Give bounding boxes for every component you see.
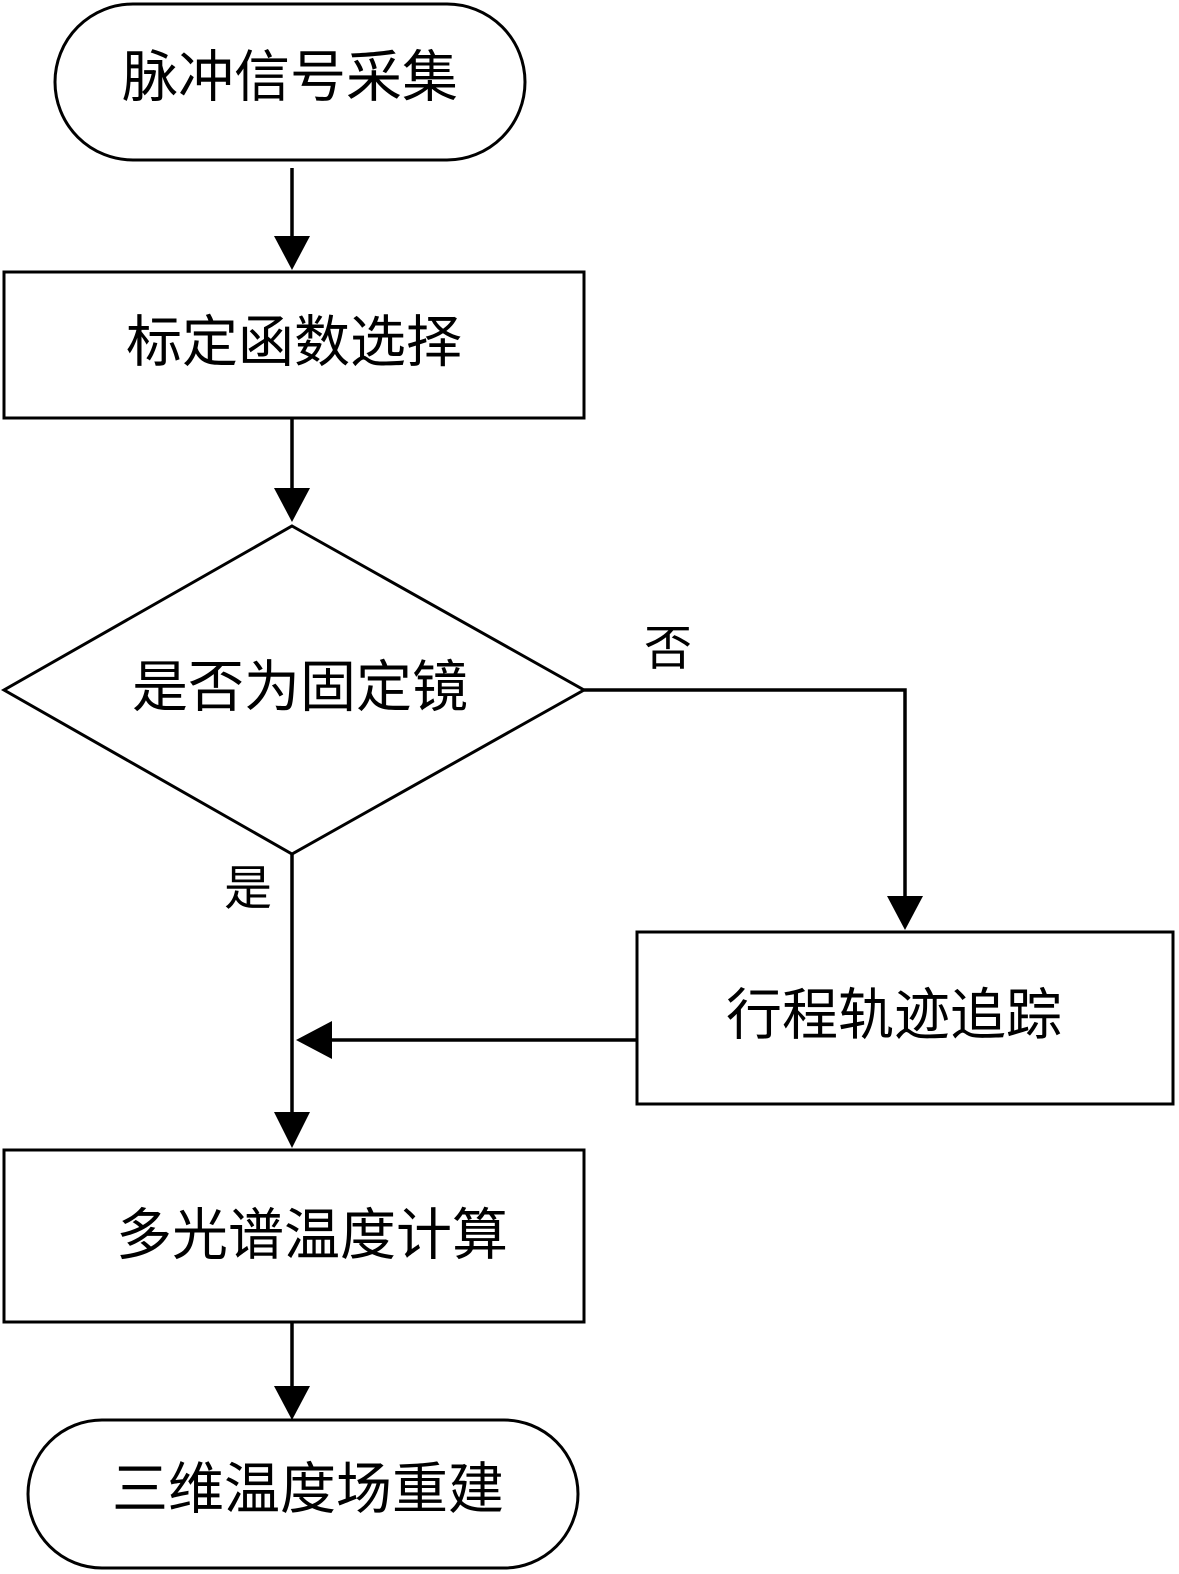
end-terminal xyxy=(26,1418,580,1570)
decision-diamond-label: 是否为固定镜 xyxy=(132,656,468,721)
tracking-process xyxy=(635,930,1175,1106)
arrowhead-merge xyxy=(296,1021,332,1059)
end-terminal-label: 三维温度场重建 xyxy=(112,1458,504,1523)
arrowhead-decision xyxy=(274,488,310,522)
arrowhead-temperature xyxy=(274,1112,310,1148)
branch-yes-label: 是 xyxy=(224,861,272,917)
calibration-process xyxy=(2,270,586,420)
connector-decision-tracking xyxy=(584,688,907,898)
calibration-process-label: 标定函数选择 xyxy=(126,311,462,376)
branch-no-label: 否 xyxy=(644,621,692,677)
arrowhead-calibration xyxy=(274,236,310,270)
tracking-process-label: 行程轨迹追踪 xyxy=(726,984,1062,1049)
temperature-process-label: 多光谱温度计算 xyxy=(116,1204,508,1269)
arrowhead-tracking xyxy=(887,896,923,930)
start-terminal-label: 脉冲信号采集 xyxy=(122,46,458,111)
temperature-process xyxy=(2,1148,586,1324)
start-terminal xyxy=(53,2,527,162)
arrowhead-end xyxy=(274,1386,310,1420)
